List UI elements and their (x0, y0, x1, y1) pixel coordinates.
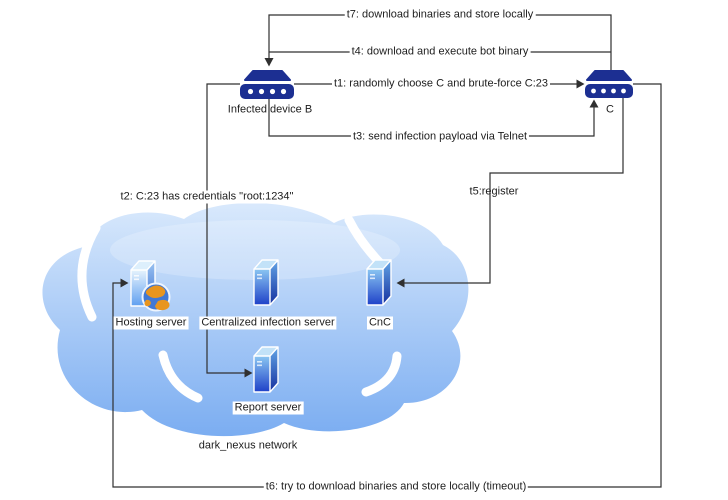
arrowhead-t5-into-cnc (396, 278, 405, 288)
server-vent (257, 364, 262, 367)
router-icon-device-c (585, 70, 633, 98)
server-vent (257, 274, 262, 276)
arrowhead-t1-into-c (576, 79, 585, 89)
node-label-device-c: C (606, 103, 614, 116)
arrowhead-t7-into-device-b (264, 58, 274, 67)
globe-continent (144, 299, 151, 307)
edge-label-t6: t6: try to download binaries and store l… (263, 480, 529, 494)
node-label-infected-device-b: Infected device B (227, 103, 313, 116)
globe-continent (155, 299, 170, 311)
router-led (280, 88, 287, 95)
edge-label-t7: t7: download binaries and store locally (344, 8, 536, 22)
server-vent (134, 275, 139, 277)
server-icon-report (253, 346, 279, 393)
router-body (585, 84, 633, 98)
server-outline (253, 346, 279, 393)
router-led (247, 88, 254, 95)
server-vent (257, 277, 262, 280)
arrowhead-t6-into-hosting-server (120, 278, 129, 288)
server-vent (257, 361, 262, 363)
server-side (383, 260, 391, 305)
node-label-report-server: Report server (232, 401, 304, 415)
server-vent (370, 277, 375, 280)
edge-label-t2: t2: C:23 has credentials "root:1234" (118, 190, 296, 204)
arrowhead-t3-into-c (589, 99, 599, 108)
server-icon-hosting (130, 260, 171, 312)
edge-t5 (404, 98, 624, 284)
router-led (591, 88, 596, 94)
edge-t2 (206, 83, 245, 374)
router-icon-infected-device-b (240, 70, 294, 99)
router-led (611, 88, 616, 94)
router-led (258, 88, 265, 95)
server-side (270, 260, 278, 305)
server-outline (366, 259, 392, 306)
network-label: dark_nexus network (198, 439, 298, 452)
edge-label-t3: t3: send infection payload via Telnet (350, 130, 530, 144)
router-body (240, 84, 294, 99)
cloud-highlight (110, 220, 400, 280)
server-vent (134, 278, 139, 281)
server-icon-cnc (366, 259, 392, 306)
router-led (269, 88, 276, 95)
server-icon-centralized-infection (253, 259, 279, 306)
router-led (601, 88, 606, 94)
server-outline (253, 259, 279, 306)
server-vent (370, 274, 375, 276)
node-label-centralized-infection-server: Centralized infection server (199, 316, 337, 330)
router-top (586, 70, 632, 81)
edge-label-t1: t1: randomly choose C and brute-force C:… (331, 77, 551, 91)
router-top (244, 70, 291, 81)
edge-t7 (268, 14, 612, 70)
cloud-gap-left (77, 223, 101, 322)
edge-label-t5: t5:register (469, 185, 519, 198)
cloud-gap-bottom-left (158, 350, 203, 403)
node-label-hosting-server: Hosting server (113, 316, 189, 330)
edge-label-t4: t4: download and execute bot binary (349, 45, 531, 59)
router-led (621, 88, 626, 94)
arrowhead-t2-into-report-server (244, 368, 253, 378)
cloud-gap-bottom-right (361, 351, 402, 397)
globe-continent (145, 285, 166, 298)
node-label-cnc: CnC (366, 316, 394, 330)
server-side (270, 347, 278, 392)
globe-icon (141, 282, 171, 312)
